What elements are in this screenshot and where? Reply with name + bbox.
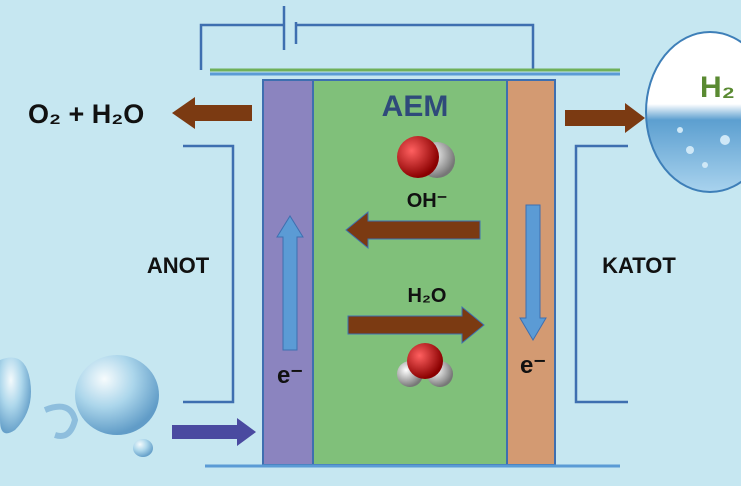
hydroxide-label: OH⁻	[407, 190, 448, 212]
membrane-label: AEM	[382, 90, 449, 123]
wire-right	[296, 23, 535, 70]
electron-right-label: e⁻	[520, 352, 546, 379]
anode-output-arrow	[172, 97, 252, 129]
power-source	[199, 6, 535, 70]
cathode-layer	[506, 79, 556, 466]
water-arrow	[347, 305, 485, 345]
cathode-label: KATOT	[602, 253, 676, 278]
hydrogen-bubble-icon	[645, 31, 741, 193]
wire-left	[199, 23, 284, 70]
anode-output-label: O₂ + H₂O	[28, 99, 144, 129]
electron-down-arrow	[519, 204, 547, 341]
electron-up-arrow	[276, 215, 304, 351]
electron-left-label: e⁻	[277, 362, 303, 389]
water-inlet-arrow	[172, 418, 256, 446]
cathode-output-arrow	[565, 103, 645, 133]
anode-chamber	[183, 144, 235, 404]
hydroxide-arrow	[345, 210, 481, 250]
water-drops-icon	[0, 355, 159, 457]
water-label: H₂O	[408, 285, 447, 307]
water-molecule-icon	[397, 343, 453, 387]
anode-label: ANOT	[147, 253, 210, 278]
hydroxide-molecule-icon	[397, 136, 455, 178]
cathode-chamber	[574, 144, 628, 404]
hydrogen-label: H₂	[700, 71, 735, 104]
